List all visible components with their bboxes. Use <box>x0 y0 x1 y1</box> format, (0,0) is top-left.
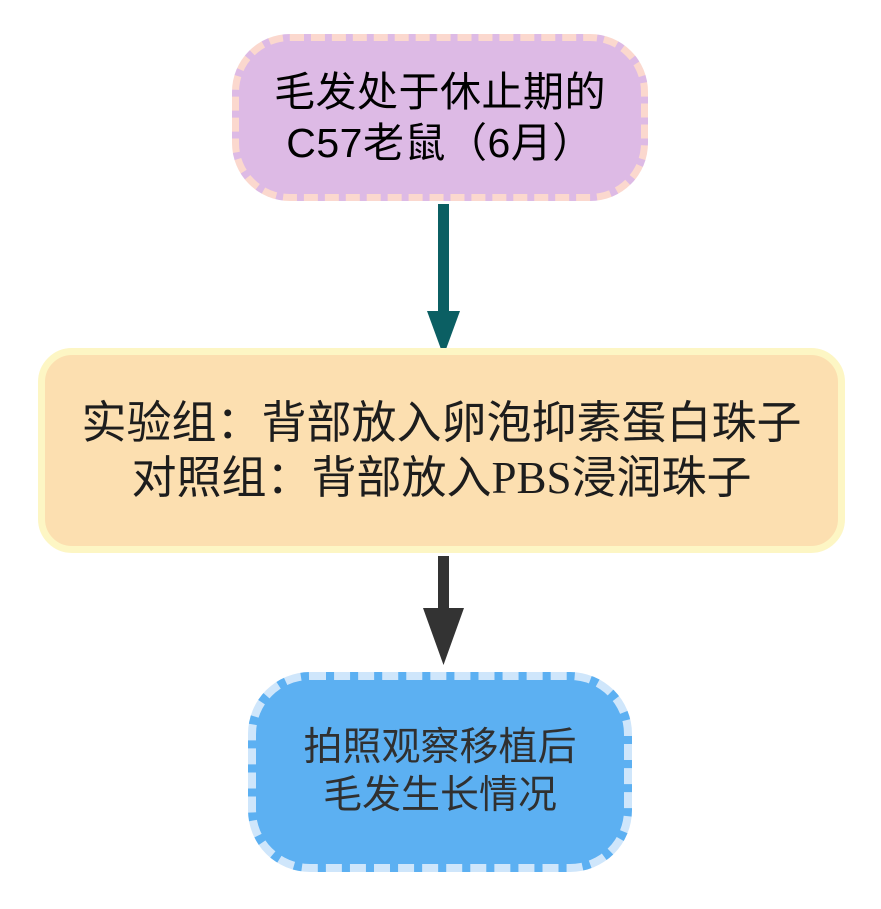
flow-node-end-line-2: 毛发生长情况 <box>322 774 557 817</box>
flow-node-start[interactable]: 毛发处于休止期的 C57老鼠（6月） <box>232 34 648 201</box>
flow-node-process-line-2: 对照组：背部放入PBS浸润珠子 <box>131 452 752 503</box>
flow-node-end[interactable]: 拍照观察移植后 毛发生长情况 <box>248 672 632 872</box>
arrowhead-process-to-end <box>423 608 464 665</box>
flow-node-start-line-2: C57老鼠（6月） <box>286 119 594 166</box>
flow-node-process-line-1: 实验组：背部放入卵泡抑素蛋白珠子 <box>81 397 802 448</box>
flow-node-process[interactable]: 实验组：背部放入卵泡抑素蛋白珠子 对照组：背部放入PBS浸润珠子 <box>38 348 845 553</box>
connector-process-to-end <box>423 556 464 665</box>
flow-node-end-line-1: 拍照观察移植后 <box>303 726 577 770</box>
connector-start-to-process <box>427 204 460 356</box>
flow-node-start-line-1: 毛发处于休止期的 <box>274 69 606 116</box>
